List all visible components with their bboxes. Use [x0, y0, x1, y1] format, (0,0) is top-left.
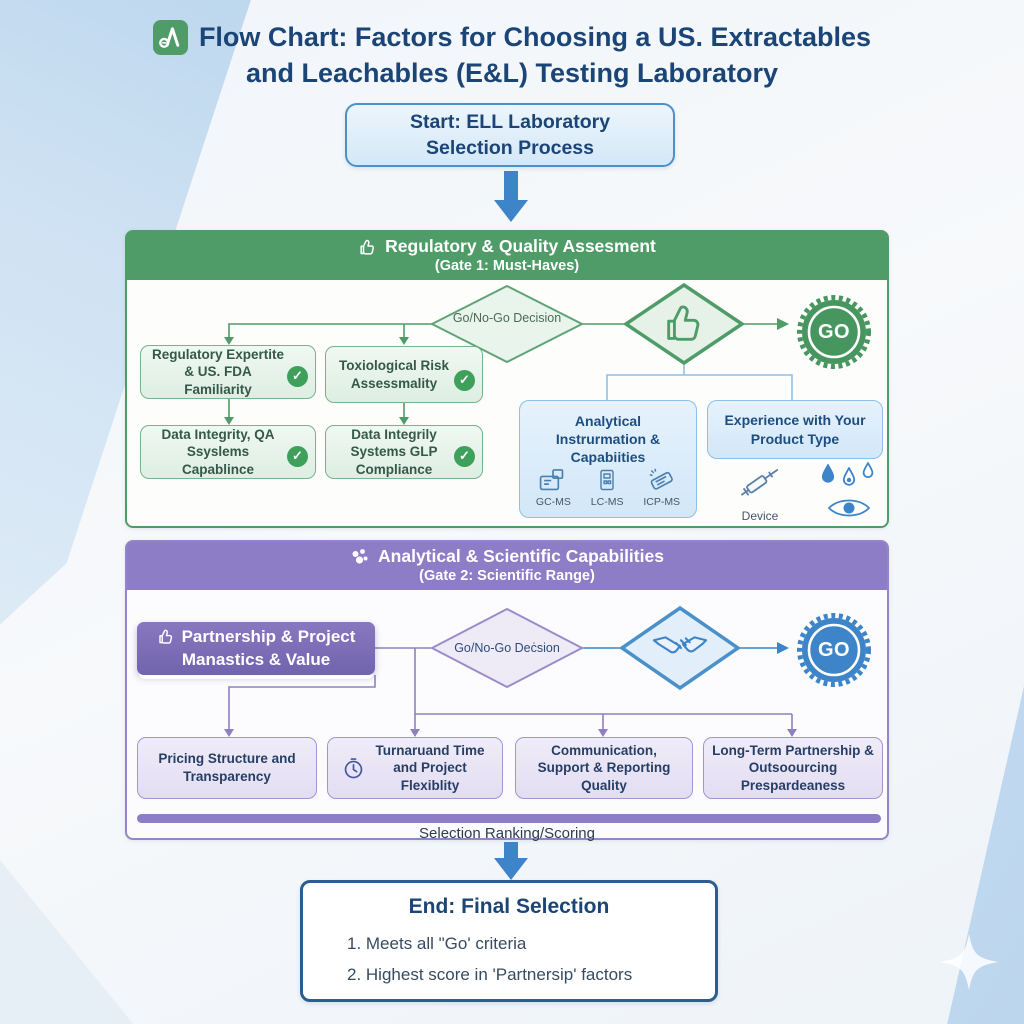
- syringe-icon: [741, 469, 779, 496]
- arrow-shaft: [504, 171, 518, 203]
- gate1-connectors: [224, 282, 793, 425]
- criteria-label: Data Integrily Systems GLP Compliance: [350, 426, 438, 477]
- factor-box-longterm: Long-Term Partnership & Outsoourcing Pre…: [703, 737, 883, 799]
- gate1-section: Regulatory & Quality Assesment (Gate 1: …: [125, 230, 889, 528]
- factor-box-turnaround: Turnaruand Time and Project Flexiblity: [327, 737, 503, 799]
- check-icon: ✓: [287, 366, 308, 387]
- gate1-approve-diamond: [622, 282, 746, 366]
- clock-icon: [344, 757, 363, 778]
- instrument-label: GC-MS: [535, 495, 571, 508]
- experience-title: Experience with Your Product Type: [724, 412, 866, 447]
- factor-label: Pricing Structure and Transparency: [158, 751, 296, 784]
- gate1-header: Regulatory & Quality Assesment (Gate 1: …: [127, 232, 887, 280]
- lcms-instrument-icon: [600, 469, 614, 490]
- go-seal-icon: [797, 295, 871, 369]
- instrument-lcms: LC-MS: [590, 467, 624, 510]
- connector-diamond-to-row1: [228, 323, 437, 337]
- gate1-decision-label: Go/No-Go Decision: [452, 311, 562, 325]
- arrow-shaft: [504, 842, 518, 861]
- connector-distributor: [414, 648, 793, 730]
- ranking-label: Selection Ranking/Scoring: [419, 825, 595, 842]
- gate2-decision-label: Go/No-Go Deċsion: [454, 641, 560, 655]
- partnership-line1: Partnership & Project: [181, 627, 356, 647]
- criteria-box-data-integrity: Data Integrity, QA Ssyslems Capablince ✓: [140, 425, 316, 479]
- chemistry-logo-icon: [152, 20, 188, 56]
- gate1-title: Regulatory & Quality Assesment: [385, 236, 656, 257]
- gate1-subtitle: (Gate 1: Must-Haves): [434, 257, 580, 274]
- factor-label: Long-Term Partnership & Outsoourcing Pre…: [712, 742, 874, 793]
- gate1-decision-diamond: [429, 284, 585, 364]
- instrument-label: ICP-MS: [643, 495, 681, 508]
- go-seal-icon: [797, 613, 871, 687]
- criteria-label: Regulatory Expertite & US. FDA Familiari…: [151, 346, 285, 397]
- ranking-bar: [137, 814, 881, 823]
- gate2-decision-diamond: [429, 607, 585, 689]
- end-node: End: Final Selection 1. Meets all "Go' c…: [300, 880, 718, 1002]
- connector-row1-to-row2: [228, 399, 405, 417]
- connector-bracket-capabilities: [606, 363, 793, 400]
- gate1-go-badge: GO: [796, 294, 872, 370]
- criteria-box-toxicological: Toxiological Risk Assessmality ✓: [325, 346, 483, 403]
- gate2-title: Analytical & Scientific Capabilities: [378, 546, 664, 567]
- factor-box-communication: Communication, Support & Reporting Quali…: [515, 737, 693, 799]
- thumbs-up-icon: [360, 239, 375, 255]
- instrument-icpms: ICP-MS: [643, 467, 680, 510]
- check-icon: ✓: [287, 446, 308, 467]
- droplets-icon: [821, 462, 874, 486]
- gate2-section: Analytical & Scientific Capabilities (Ga…: [125, 540, 889, 842]
- icpms-instrument-icon: [649, 468, 673, 490]
- page-title: Flow Chart: Factors for Choosing a US. E…: [0, 20, 1024, 91]
- experience-box: Experience with Your Product Type: [707, 400, 883, 459]
- device-icon-group: Device: [715, 462, 805, 523]
- criteria-label: Data Integrity, QA Ssyslems Capablince: [161, 426, 275, 477]
- arrow-head: [494, 200, 528, 222]
- page-title-line1: Flow Chart: Factors for Choosing a US. E…: [198, 22, 872, 52]
- end-title: End: Final Selection: [408, 895, 610, 918]
- eye-icon: [827, 499, 871, 517]
- gate2-subtitle: (Gate 2: Scientific Range): [419, 567, 595, 584]
- connector-elbow-pricing: [228, 675, 376, 730]
- handshake-icon: [652, 636, 708, 654]
- factor-label: Turnaruand Time and Project Flexiblity: [375, 742, 485, 793]
- thumbs-up-icon: [158, 630, 172, 645]
- partnership-node: Partnership & Project Manastics & Value: [137, 622, 375, 675]
- instrumentation-box: Analytical Instrurmation & Capabiities G…: [519, 400, 697, 518]
- end-item-1: 1. Meets all "Go' criteria: [347, 934, 527, 953]
- criteria-label: Toxiological Risk Assessmality: [338, 357, 450, 391]
- gate1-go-label: GO: [817, 320, 851, 343]
- start-label-line1: Start: ELL Laboratory: [409, 110, 611, 133]
- start-node: Start: ELL Laboratory Selection Process: [345, 103, 675, 167]
- molecule-icon: [352, 549, 368, 564]
- instrument-gcms: GC-MS: [536, 467, 571, 510]
- factor-label: Communication, Support & Reporting Quali…: [537, 742, 671, 793]
- instrument-label: LC-MS: [590, 495, 624, 508]
- criteria-box-glp: Data Integrily Systems GLP Compliance ✓: [325, 425, 483, 479]
- sparkle-icon: [939, 933, 999, 991]
- gate2-header: Analytical & Scientific Capabilities (Ga…: [127, 542, 887, 590]
- gate2-go-badge: GO: [796, 612, 872, 688]
- check-icon: ✓: [454, 370, 475, 391]
- thumbs-up-icon: [667, 305, 700, 341]
- gcms-instrument-icon: [540, 468, 564, 490]
- gate2-go-label: GO: [817, 638, 851, 661]
- device-label: Device: [741, 509, 779, 523]
- partnership-line2: Manastics & Value: [181, 649, 331, 669]
- end-item-2: 2. Highest score in 'Partnersip' factors: [347, 965, 633, 985]
- page-title-line2: and Leachables (E&L) Testing Laboratory: [245, 57, 779, 88]
- instrumentation-title: Analytical Instrurmation & Capabiities: [555, 413, 661, 466]
- criteria-box-regulatory: Regulatory Expertite & US. FDA Familiari…: [140, 345, 316, 399]
- factor-box-pricing: Pricing Structure and Transparency: [137, 737, 317, 799]
- start-label-line2: Selection Process: [426, 137, 594, 159]
- arrow-head: [494, 858, 528, 880]
- check-icon: ✓: [454, 446, 475, 467]
